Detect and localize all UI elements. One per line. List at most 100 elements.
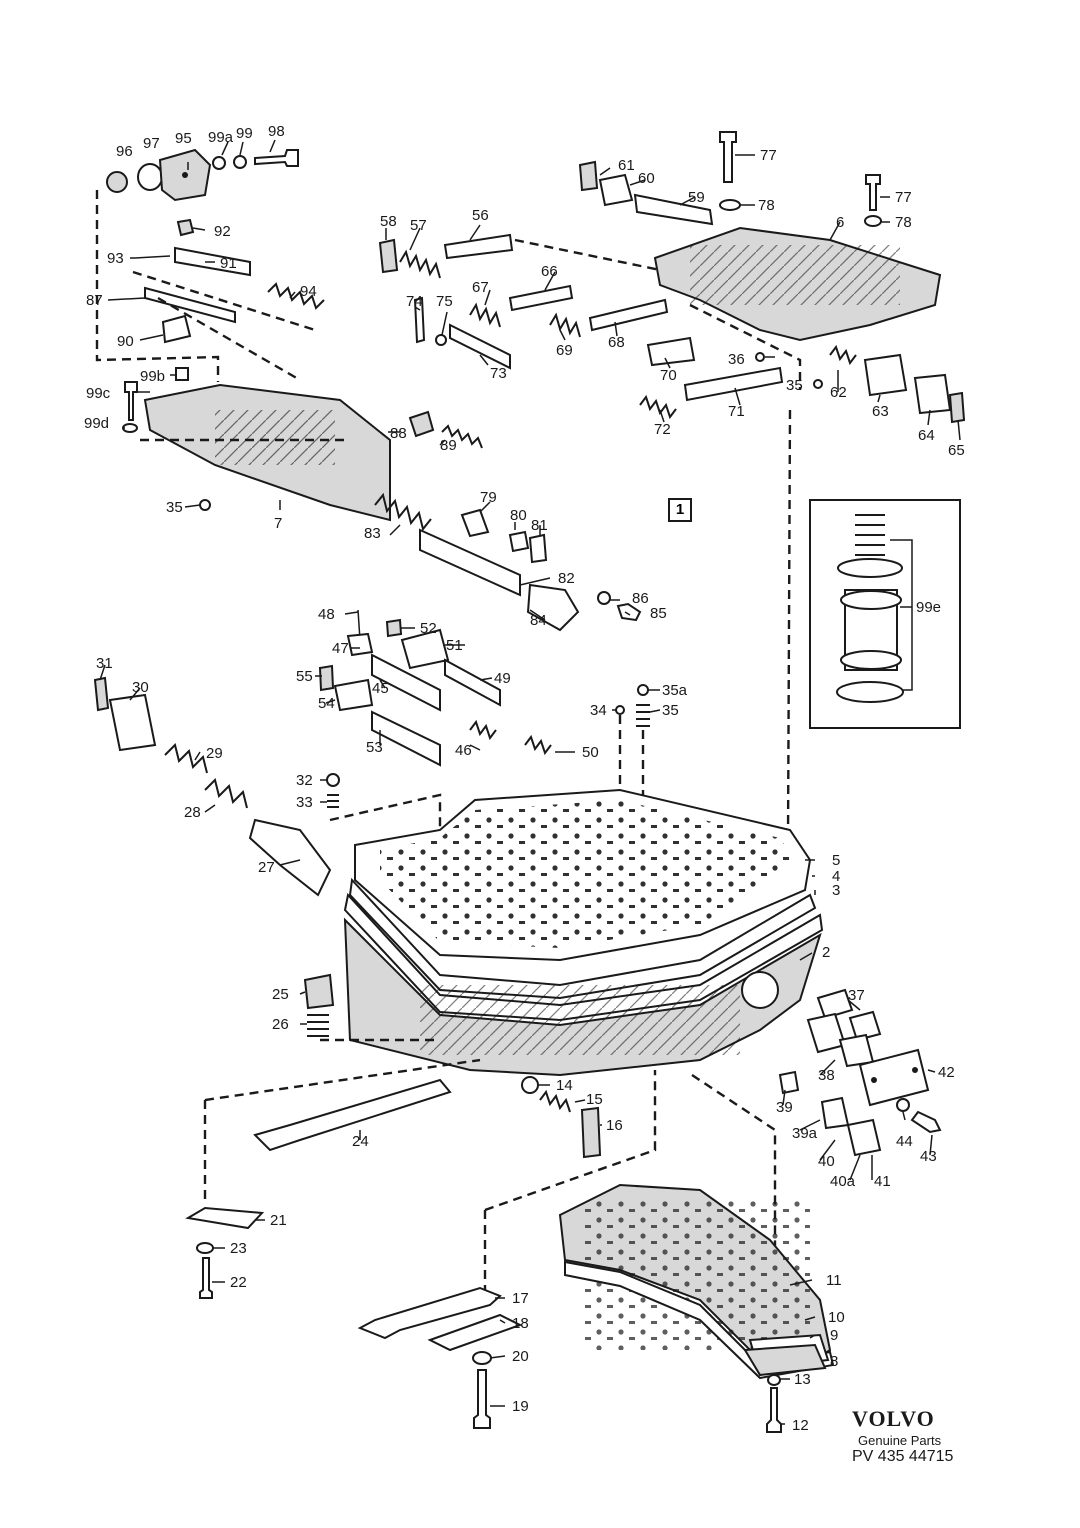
callout-81: 81 — [531, 517, 548, 534]
callout-88: 88 — [390, 425, 407, 442]
part-35-ball-mid — [813, 379, 823, 389]
part-78-washer-b — [864, 215, 882, 227]
part-73-plate — [449, 323, 511, 370]
part-98-bolt — [254, 149, 299, 167]
part-86-washer — [597, 591, 611, 605]
part-96 — [106, 171, 128, 193]
group-marker-box: 1 — [668, 498, 692, 522]
part-77-bolt-b — [865, 174, 881, 211]
part-38-b — [838, 1033, 875, 1068]
callout-22: 22 — [230, 1274, 247, 1291]
part-81 — [528, 533, 548, 564]
part-88 — [408, 410, 435, 438]
callout-26: 26 — [272, 1016, 289, 1033]
callout-65: 65 — [948, 442, 965, 459]
part-99a-washer — [212, 156, 226, 170]
callout-47: 47 — [332, 640, 349, 657]
callout-96: 96 — [116, 143, 133, 160]
callout-87: 87 — [86, 292, 103, 309]
part-27-valve — [248, 818, 332, 897]
callout-13: 13 — [794, 1371, 811, 1388]
callout-90: 90 — [117, 333, 134, 350]
callout-66: 66 — [541, 263, 558, 280]
callout-34: 34 — [590, 702, 607, 719]
callout-97: 97 — [143, 135, 160, 152]
callout-33: 33 — [296, 794, 313, 811]
part-15-spring — [539, 1089, 571, 1113]
leader-lines — [99, 139, 961, 1425]
callout-53: 53 — [366, 739, 383, 756]
callout-78-a: 78 — [758, 197, 775, 214]
callout-86: 86 — [632, 590, 649, 607]
callout-58: 58 — [380, 213, 397, 230]
callout-50: 50 — [582, 744, 599, 761]
callout-78-b: 78 — [895, 214, 912, 231]
callout-69: 69 — [556, 342, 573, 359]
callout-39a: 39a — [792, 1125, 818, 1142]
callout-79: 79 — [480, 489, 497, 506]
callout-80: 80 — [510, 507, 527, 524]
part-82-valve — [419, 528, 521, 597]
callout-44: 44 — [896, 1133, 913, 1150]
callout-98: 98 — [268, 123, 285, 140]
part-25-plug — [303, 973, 335, 1010]
callout-6: 6 — [836, 214, 844, 231]
callout-40a: 40a — [830, 1173, 856, 1190]
part-47 — [346, 632, 374, 657]
part-87-valve — [144, 286, 236, 324]
callout-92: 92 — [214, 223, 231, 240]
part-60 — [598, 173, 634, 207]
callout-15: 15 — [586, 1091, 603, 1108]
inset-ring-top — [837, 558, 903, 578]
callout-27: 27 — [258, 859, 275, 876]
callout-2: 2 — [822, 944, 830, 961]
callout-95: 95 — [175, 130, 192, 147]
part-75-washer — [435, 334, 447, 346]
callout-18: 18 — [512, 1315, 529, 1332]
part-20-washer — [472, 1351, 492, 1365]
callout-62: 62 — [830, 384, 847, 401]
inset-99e — [809, 499, 961, 729]
callout-99c: 99c — [86, 385, 111, 402]
part-16-bracket — [580, 1106, 602, 1159]
callout-83: 83 — [364, 525, 381, 542]
part-71-valve — [683, 366, 784, 402]
part-99-washer — [233, 155, 247, 169]
callout-32: 32 — [296, 772, 313, 789]
callout-75: 75 — [436, 293, 453, 310]
callout-35-mid: 35 — [786, 377, 803, 394]
callout-9: 9 — [830, 1327, 838, 1344]
callout-24: 24 — [352, 1133, 369, 1150]
part-54 — [333, 678, 374, 712]
part-19-bolt — [473, 1369, 491, 1429]
part-51 — [400, 628, 450, 670]
part-99d-washer — [122, 423, 138, 433]
part-31 — [93, 676, 110, 712]
part-49-valve — [444, 658, 501, 707]
part-17-lever — [357, 1286, 502, 1340]
part-62-spring — [829, 344, 857, 366]
callout-99d: 99d — [84, 415, 109, 432]
callout-12: 12 — [792, 1417, 809, 1434]
part-78-washer-a — [719, 199, 741, 211]
callout-29: 29 — [206, 745, 223, 762]
callout-99e: 99e — [916, 599, 941, 616]
callout-48: 48 — [318, 606, 335, 623]
callout-8: 8 — [830, 1353, 838, 1370]
callout-14: 14 — [556, 1077, 573, 1094]
part-21-cover — [185, 1206, 265, 1230]
part-61 — [578, 160, 599, 192]
part-94-spring — [267, 282, 325, 310]
part-83-spring — [374, 492, 432, 532]
callout-46: 46 — [455, 742, 472, 759]
callout-23: 23 — [230, 1240, 247, 1257]
part-35a-ball — [637, 684, 649, 696]
part-79 — [460, 508, 490, 538]
callout-39: 39 — [776, 1099, 793, 1116]
part-33-spring — [327, 794, 339, 808]
part-65 — [948, 391, 966, 424]
part-99c-bolt — [124, 381, 138, 421]
upper-left-valve-group — [95, 148, 642, 632]
callout-labels: 96 97 95 99a 99 98 92 93 91 94 87 90 99b… — [84, 123, 965, 1434]
